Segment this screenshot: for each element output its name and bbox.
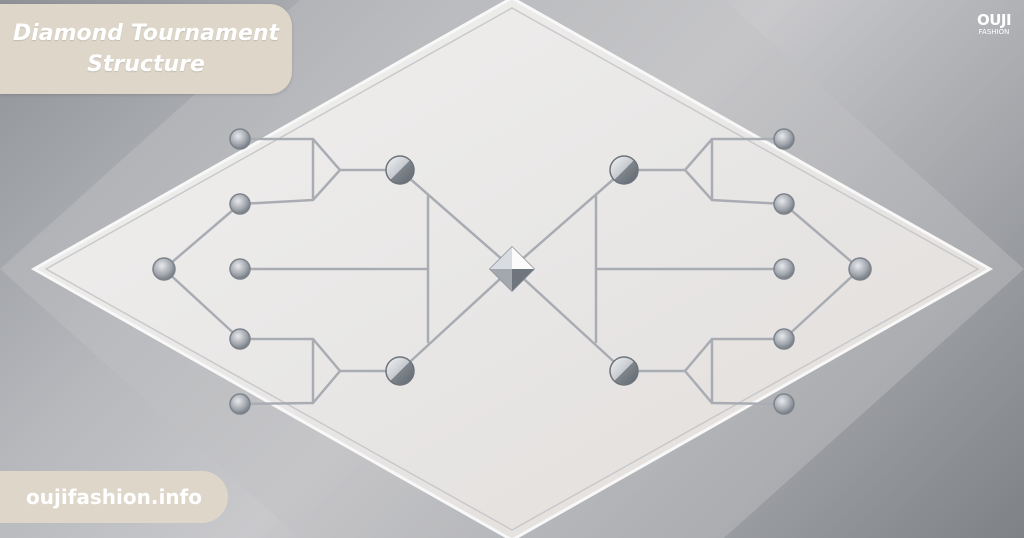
website-badge: oujifashion.info: [0, 471, 228, 523]
left-entry-node-4: [229, 328, 251, 350]
right-entry-node-1: [773, 128, 795, 150]
left-entry-node-2: [229, 193, 251, 215]
logo-main-text: OUJI: [976, 11, 1012, 29]
right-semifinal-node-top: [609, 155, 639, 185]
title-card: Diamond Tournament Structure: [0, 4, 292, 94]
left-entry-node-3: [229, 258, 251, 280]
left-entry-node-5: [229, 393, 251, 415]
title-line-2: Structure: [87, 52, 205, 77]
right-entry-node-5: [773, 393, 795, 415]
left-entry-node-1: [229, 128, 251, 150]
brand-logo: OUJI FASHION: [972, 12, 1016, 44]
title-line-1: Diamond Tournament: [12, 21, 280, 46]
left-semifinal-node-bottom: [385, 356, 415, 386]
logo-sub-text: FASHION: [978, 28, 1010, 36]
right-entry-node-2: [773, 193, 795, 215]
final-diamond: [488, 245, 536, 293]
right-semifinal-node-bottom: [609, 356, 639, 386]
left-semifinal-node-top: [385, 155, 415, 185]
website-url: oujifashion.info: [26, 485, 202, 509]
right-entry-node-3: [773, 258, 795, 280]
right-entry-node-4: [773, 328, 795, 350]
right-seed-node: [848, 257, 872, 281]
left-seed-node: [152, 257, 176, 281]
